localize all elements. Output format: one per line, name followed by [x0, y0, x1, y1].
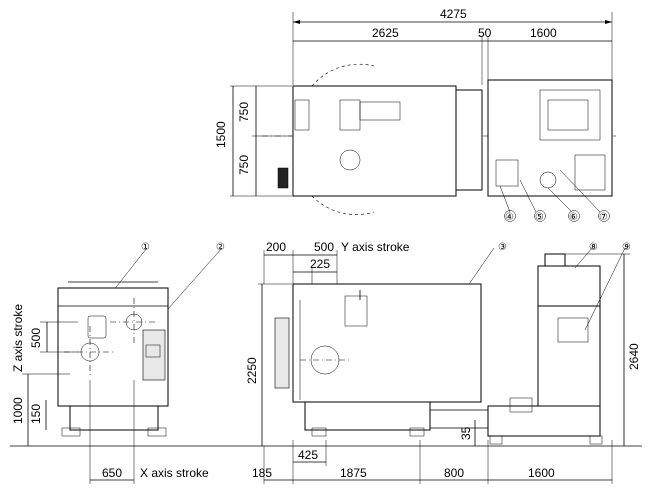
tank-top: [487, 79, 613, 197]
control-panel: [142, 329, 166, 381]
dim-half-lower: 750: [237, 155, 251, 175]
dim-x-stroke: 650: [102, 466, 122, 480]
foot: [311, 427, 327, 437]
callout-circle: [598, 210, 610, 222]
callout-8: ⑧: [589, 242, 598, 253]
callout-9: ⑨: [622, 242, 631, 253]
leader: [584, 247, 626, 331]
side-view: 200 500 Y axis stroke 225 ③ ⑧ ⑨: [245, 240, 641, 484]
dim-z-stroke: 500: [29, 328, 43, 348]
side-body: [292, 283, 482, 403]
side-box: [277, 167, 289, 189]
operator-panel: [294, 99, 310, 131]
callout-circle: [568, 210, 580, 222]
dim-floor-offset: 35: [459, 426, 473, 440]
dim-height-150: 150: [29, 404, 43, 424]
callout-circle: [534, 210, 546, 222]
dim-height-1000: 1000: [11, 397, 25, 424]
arrow: [293, 20, 300, 24]
tank-upper: [537, 265, 601, 307]
dim-height-total: 2250: [245, 357, 259, 384]
callout-1: ①: [141, 242, 150, 253]
foot: [589, 435, 603, 445]
door-swing-arc: [311, 195, 375, 215]
dim-overall-length: 4275: [440, 7, 467, 21]
box-unit: [574, 154, 606, 191]
callout-3: ③: [498, 242, 507, 253]
dim-machine-length: 2625: [372, 26, 399, 40]
leader: [499, 185, 511, 213]
leader: [159, 247, 223, 319]
front-base: [69, 405, 159, 431]
dim-bottom-sub: 425: [298, 448, 318, 462]
dim-base-length: 1875: [340, 466, 367, 480]
dim-y-sub: 225: [310, 257, 330, 271]
dim-y-stroke: 500: [314, 240, 334, 254]
foot: [147, 427, 167, 437]
tank-pump: [557, 317, 589, 343]
filter-unit: [495, 159, 519, 187]
front-view: ① ② 500 Z axis stroke 1000 150: [10, 242, 642, 484]
panel-screen: [145, 344, 161, 358]
top-view: 4275 2625 50 1600 1500 750 750: [214, 7, 616, 223]
dim-gap: 50: [478, 26, 492, 40]
callout-4: ④: [505, 212, 514, 223]
leader: [547, 187, 573, 213]
dim-mid-length: 800: [444, 466, 464, 480]
side-base: [304, 401, 431, 431]
dim-tank-length-side: 1600: [528, 466, 555, 480]
machine-body-top: [292, 85, 457, 197]
callout-7: ⑦: [599, 212, 608, 223]
tank-body: [537, 305, 601, 407]
callout-5: ⑤: [535, 212, 544, 223]
dim-left-offset: 185: [252, 466, 272, 480]
door-swing-arc: [311, 63, 375, 87]
dim-y-offset: 200: [266, 240, 286, 254]
callout-2: ②: [216, 242, 225, 253]
callout-6: ⑥: [569, 212, 578, 223]
arrow: [605, 20, 612, 24]
callout-circle: [504, 210, 516, 222]
spindle-ram: [359, 101, 401, 121]
dim-tank-length: 1600: [530, 26, 557, 40]
tank-components: [539, 89, 601, 141]
foot: [61, 427, 81, 437]
dim-half-upper: 750: [237, 102, 251, 122]
machine-rear-top: [455, 89, 483, 191]
leader: [559, 169, 601, 213]
foot: [489, 435, 503, 445]
leader: [574, 247, 593, 269]
side-panel: [274, 317, 290, 389]
pump-unit: [547, 99, 589, 131]
spindle-side: [344, 295, 368, 327]
rotary-table: [339, 149, 361, 171]
pump-motor: [509, 397, 533, 413]
leader: [464, 247, 495, 291]
window: [87, 315, 107, 339]
foot: [409, 427, 425, 437]
leader: [519, 179, 537, 213]
tank-base: [487, 405, 601, 437]
x-stroke-label: X axis stroke: [140, 466, 209, 480]
z-stroke-label: Z axis stroke: [11, 304, 25, 372]
dim-tank-height: 2640: [627, 343, 641, 370]
y-stroke-label: Y axis stroke: [341, 240, 410, 254]
dim-overall-width: 1500: [214, 121, 228, 148]
